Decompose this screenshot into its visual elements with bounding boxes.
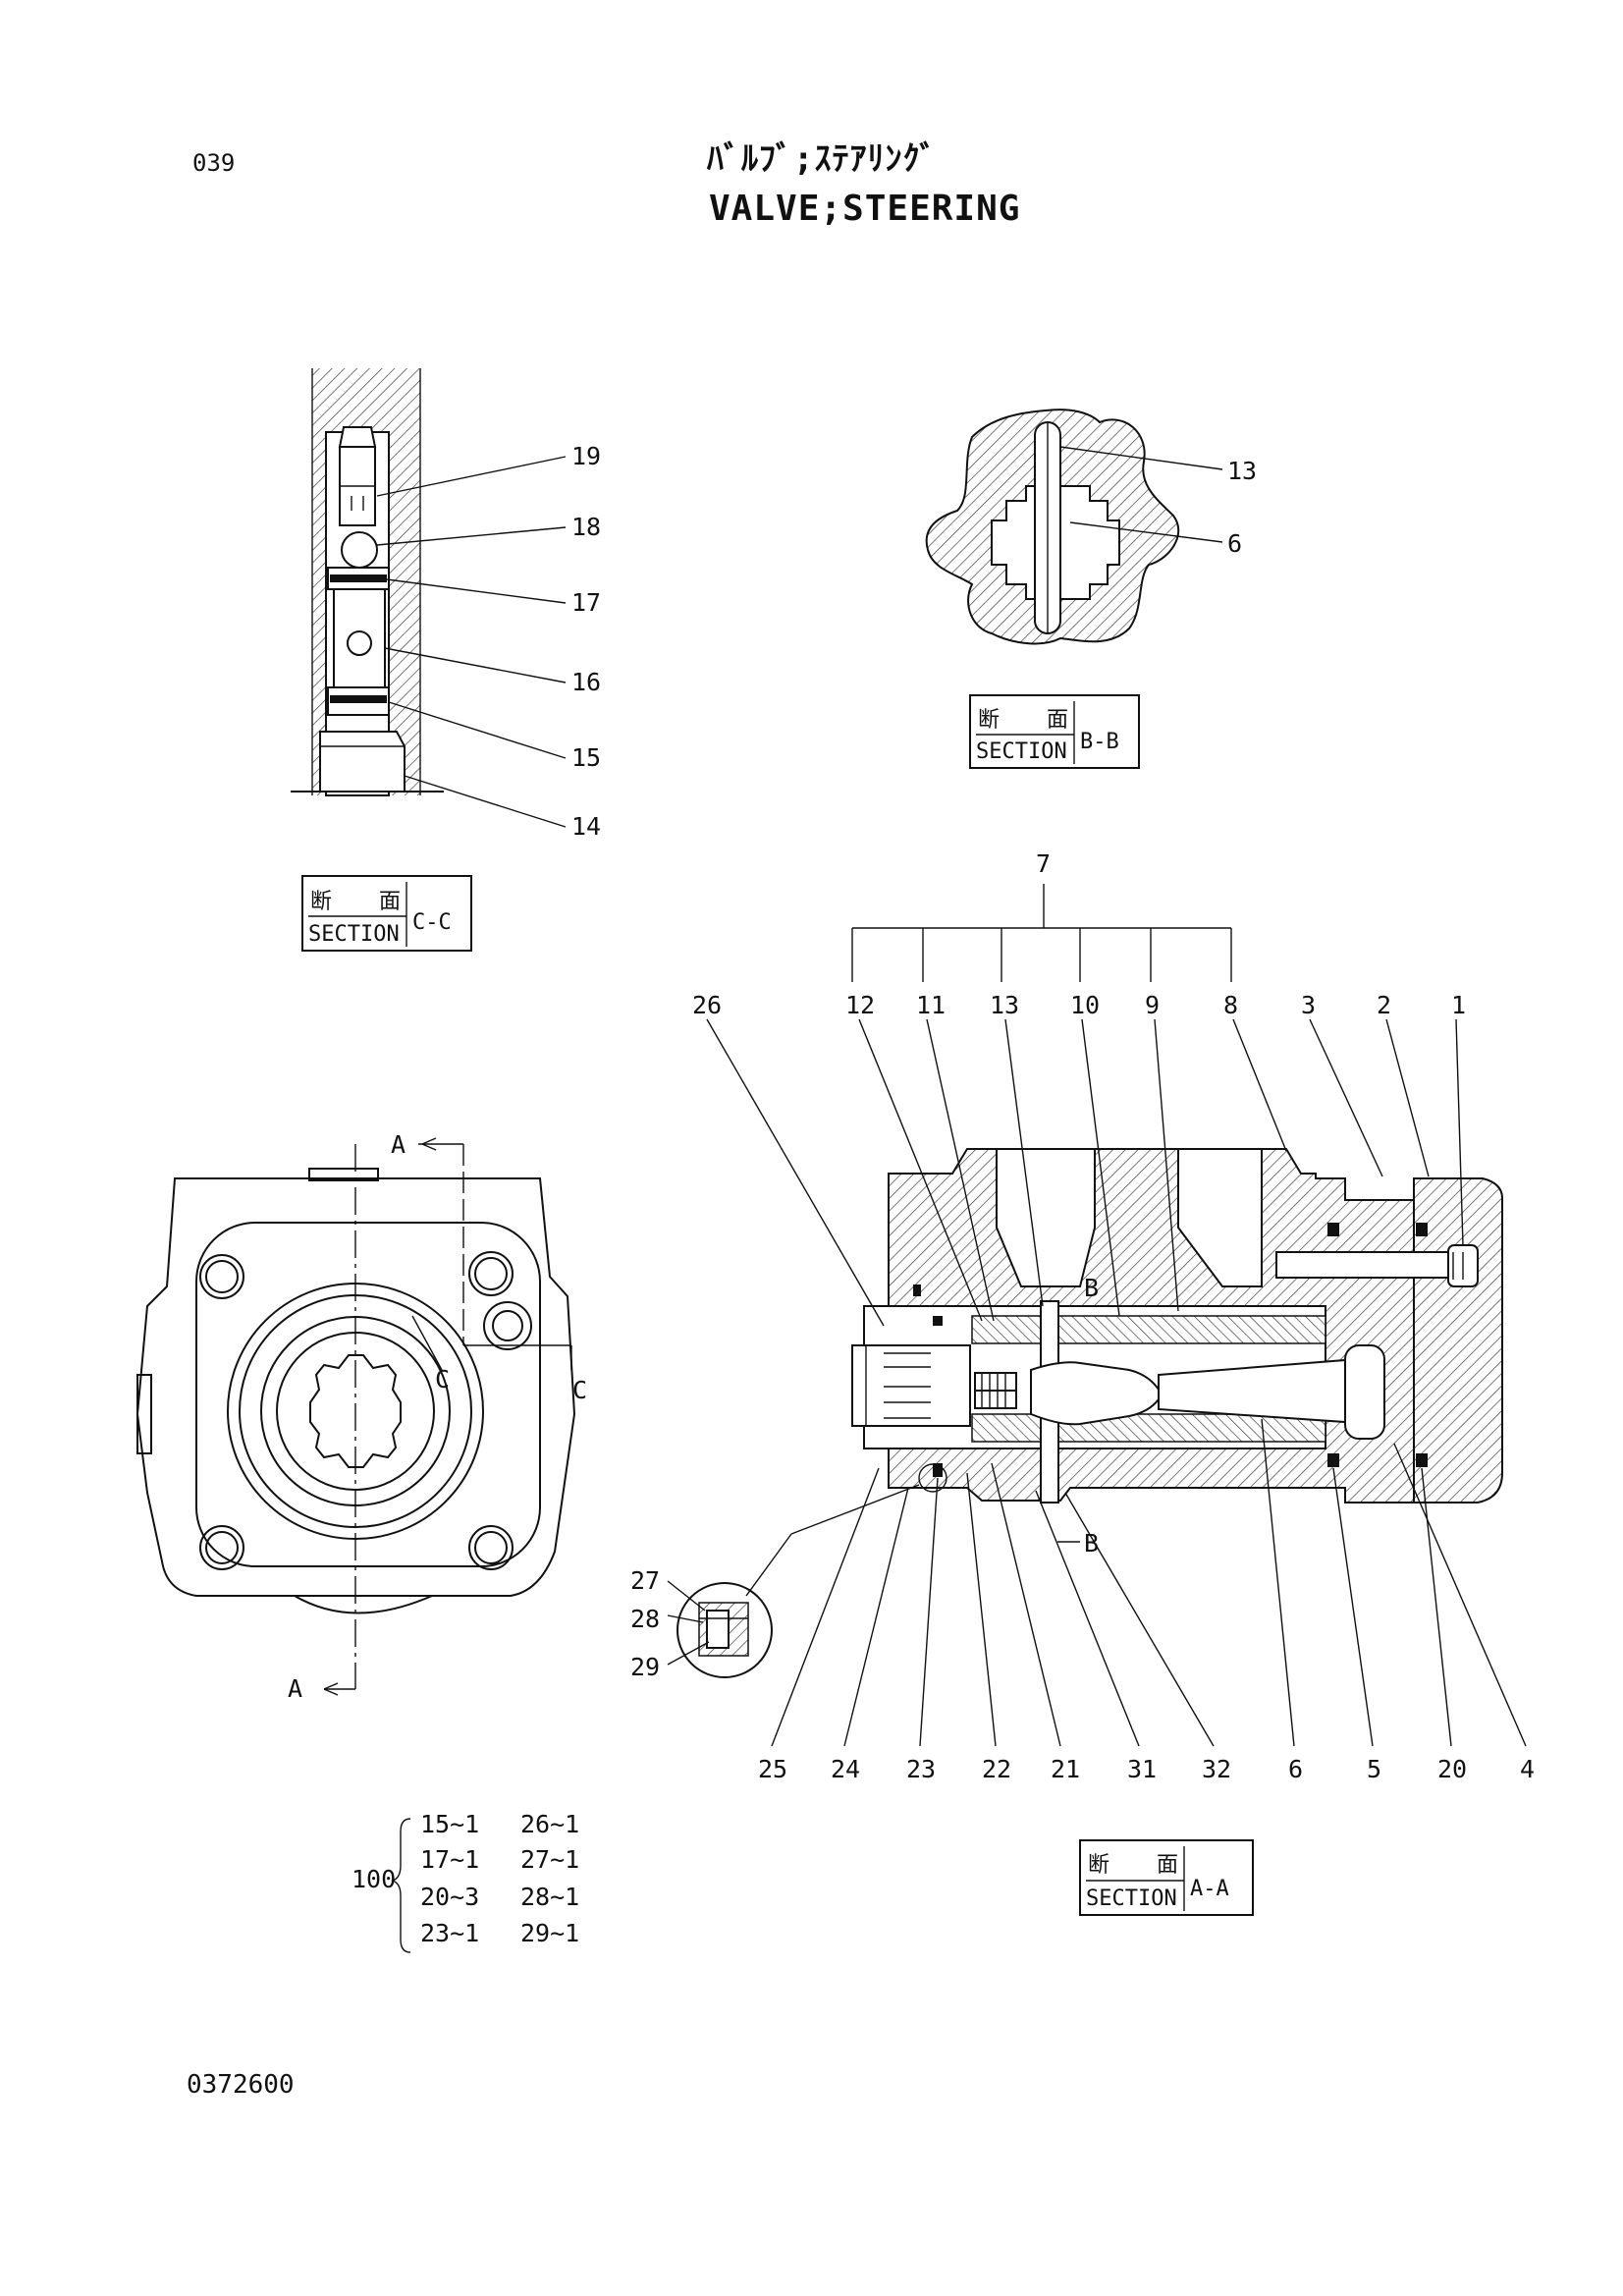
callout-12: 12 (845, 991, 875, 1019)
callout-10: 10 (1070, 991, 1100, 1019)
kit-item: 26~1 (520, 1810, 579, 1838)
callout-32: 32 (1202, 1755, 1231, 1783)
kit-item: 17~1 (420, 1845, 479, 1874)
callout-29: 29 (630, 1653, 660, 1681)
title-japanese: ﾊﾞﾙﾌﾞ;ｽﾃｱﾘﾝｸﾞ (707, 139, 938, 179)
section-label-aa: 断 面 SECTION A-A (1079, 1839, 1254, 1916)
callout-18: 18 (571, 513, 601, 541)
callout-4: 4 (1520, 1755, 1535, 1783)
callout-8: 8 (1223, 991, 1238, 1019)
section-bb-view: 13 6 (925, 409, 1257, 645)
callout-19: 19 (571, 442, 601, 470)
callout-5: 5 (1367, 1755, 1381, 1783)
kit-item: 20~3 (420, 1883, 479, 1911)
callout-15: 15 (571, 743, 601, 772)
callout-13: 13 (990, 991, 1019, 1019)
callout-6: 6 (1288, 1755, 1303, 1783)
callout-1: 1 (1451, 991, 1466, 1019)
callout-9: 9 (1145, 991, 1160, 1019)
kanji-dan: 断 (310, 890, 332, 914)
callout-26: 26 (692, 991, 722, 1019)
document-code: 0372600 (187, 2070, 295, 2100)
callout-21: 21 (1051, 1755, 1080, 1783)
section-label-bb: 断 面 SECTION B-B (969, 694, 1140, 769)
kit-item: 15~1 (420, 1810, 479, 1838)
callout-27: 27 (630, 1566, 660, 1595)
kit-number: 100 (352, 1865, 396, 1893)
marker-b-bottom: B (1084, 1529, 1099, 1558)
kanji-dan: 断 (978, 708, 1000, 733)
section-aa-view: 7 (630, 849, 1535, 1783)
callout-16: 16 (571, 668, 601, 696)
callout-24: 24 (831, 1755, 860, 1783)
kit-item: 28~1 (520, 1883, 579, 1911)
section-id: A-A (1190, 1877, 1229, 1901)
kanji-dan: 断 (1088, 1853, 1109, 1878)
callout-25: 25 (758, 1755, 787, 1783)
callout-7: 7 (1036, 849, 1051, 878)
section-word: SECTION (308, 922, 400, 947)
front-view: A A C C (135, 1130, 587, 1703)
marker-b-top: B (1084, 1274, 1099, 1302)
section-word: SECTION (976, 739, 1067, 764)
callout-2: 2 (1377, 991, 1391, 1019)
section-id: C-C (412, 910, 452, 935)
repair-kit-table: 100 15~1 17~1 20~3 23~1 26~1 27~1 28~1 2… (352, 1810, 579, 1953)
section-word: SECTION (1086, 1886, 1177, 1911)
section-cc-view: 19 18 17 16 15 14 (291, 368, 601, 841)
kanji-men: 面 (1157, 1853, 1178, 1878)
section-label-cc: 断 面 SECTION C-C (301, 875, 472, 952)
callout-14: 14 (571, 812, 601, 841)
marker-a-bottom: A (288, 1674, 302, 1703)
callout-6-bb: 6 (1227, 529, 1242, 558)
callout-23: 23 (906, 1755, 936, 1783)
kit-item: 27~1 (520, 1845, 579, 1874)
callout-22: 22 (982, 1755, 1011, 1783)
callout-31: 31 (1127, 1755, 1157, 1783)
callout-11: 11 (916, 991, 946, 1019)
kanji-men: 面 (1047, 708, 1068, 733)
kit-item: 23~1 (420, 1919, 479, 1947)
callout-3: 3 (1301, 991, 1316, 1019)
marker-c-right: C (572, 1376, 587, 1404)
page-number: 039 (192, 149, 236, 177)
title-english: VALVE;STEERING (709, 189, 1021, 229)
section-id: B-B (1080, 730, 1119, 754)
callout-20: 20 (1437, 1755, 1467, 1783)
kit-item: 29~1 (520, 1919, 579, 1947)
callout-13-bb: 13 (1227, 457, 1257, 485)
callout-17: 17 (571, 588, 601, 617)
kanji-men: 面 (379, 890, 401, 914)
marker-c-left: C (435, 1365, 450, 1394)
callout-28: 28 (630, 1605, 660, 1633)
marker-a-top: A (391, 1130, 406, 1159)
